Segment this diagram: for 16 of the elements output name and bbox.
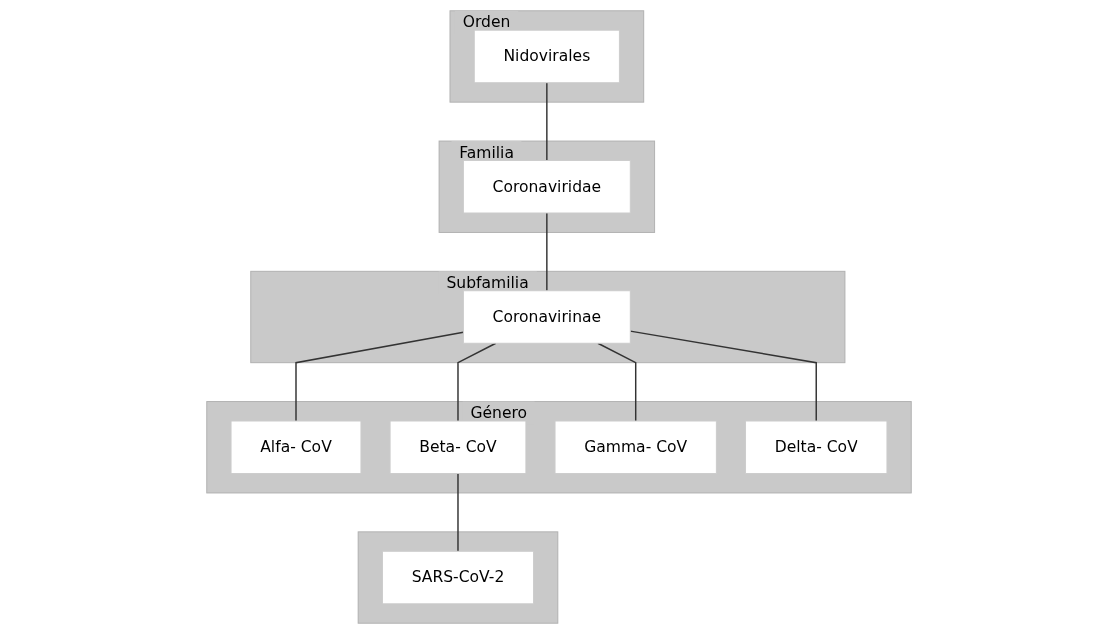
node-box: Delta- CoV [744,420,887,474]
node-box: Nidovirales [473,29,620,84]
node-box: Coronavirinae [462,290,631,344]
node-box: Gamma- CoV [554,420,717,474]
connector [629,330,817,422]
node-box: Coronaviridae [462,160,631,214]
connector [456,472,459,552]
connector [294,331,464,422]
connector [545,82,548,162]
connector [456,342,497,422]
connector [596,342,636,422]
cluster [357,531,558,624]
node-box: Alfa- CoV [230,420,361,474]
node-box: SARS-CoV-2 [381,550,534,605]
connector [545,212,548,292]
node-box: Beta- CoV [389,420,526,474]
